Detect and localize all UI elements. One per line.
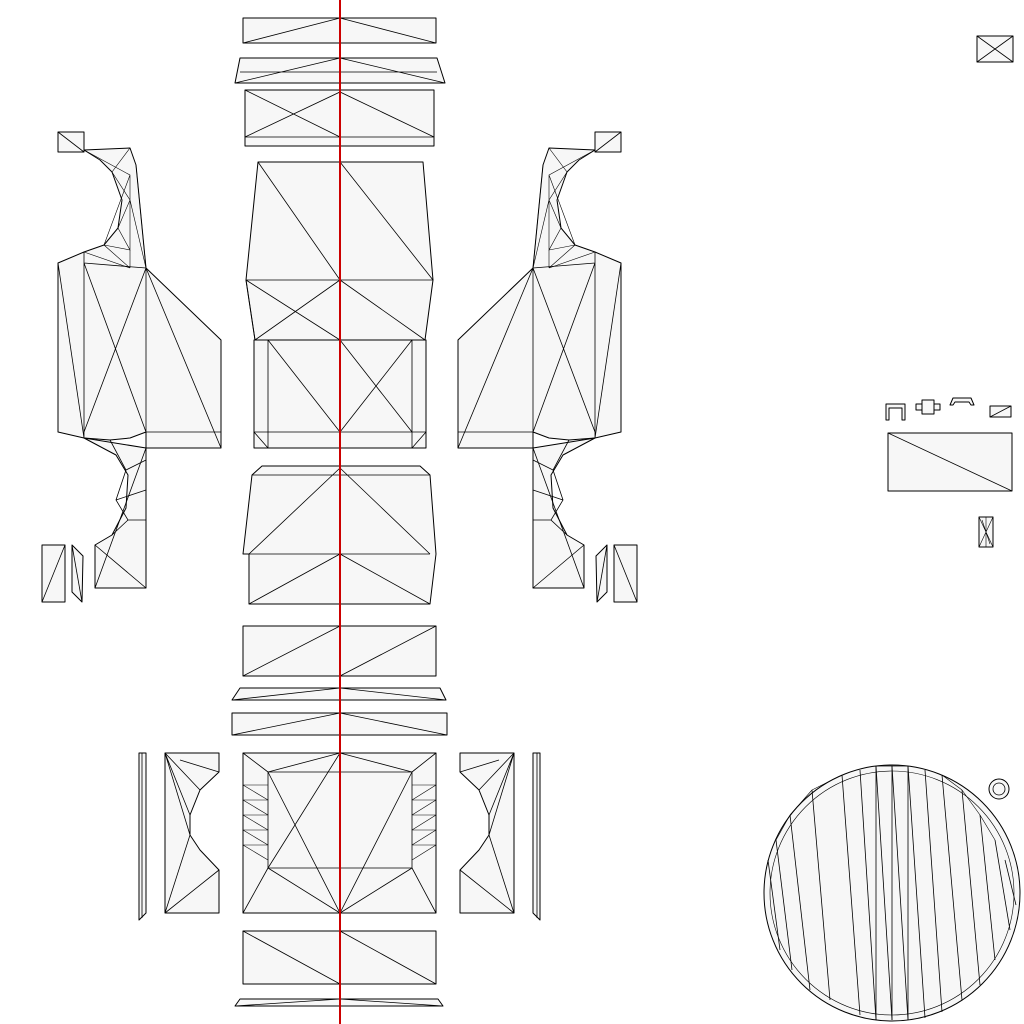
small-square [976, 35, 1014, 63]
right-lower-pieces [459, 752, 541, 921]
tiny-column [978, 516, 994, 548]
circular-disc [763, 764, 1021, 1022]
right-small-pieces [595, 544, 638, 603]
tiny-ring [988, 778, 1010, 800]
wide-rect [887, 432, 1013, 492]
left-small-pieces [41, 544, 84, 603]
left-lower-pieces [138, 752, 220, 921]
small-detail-pieces [885, 397, 1012, 421]
right-side-panel [457, 131, 622, 589]
left-side-panel [57, 131, 222, 589]
